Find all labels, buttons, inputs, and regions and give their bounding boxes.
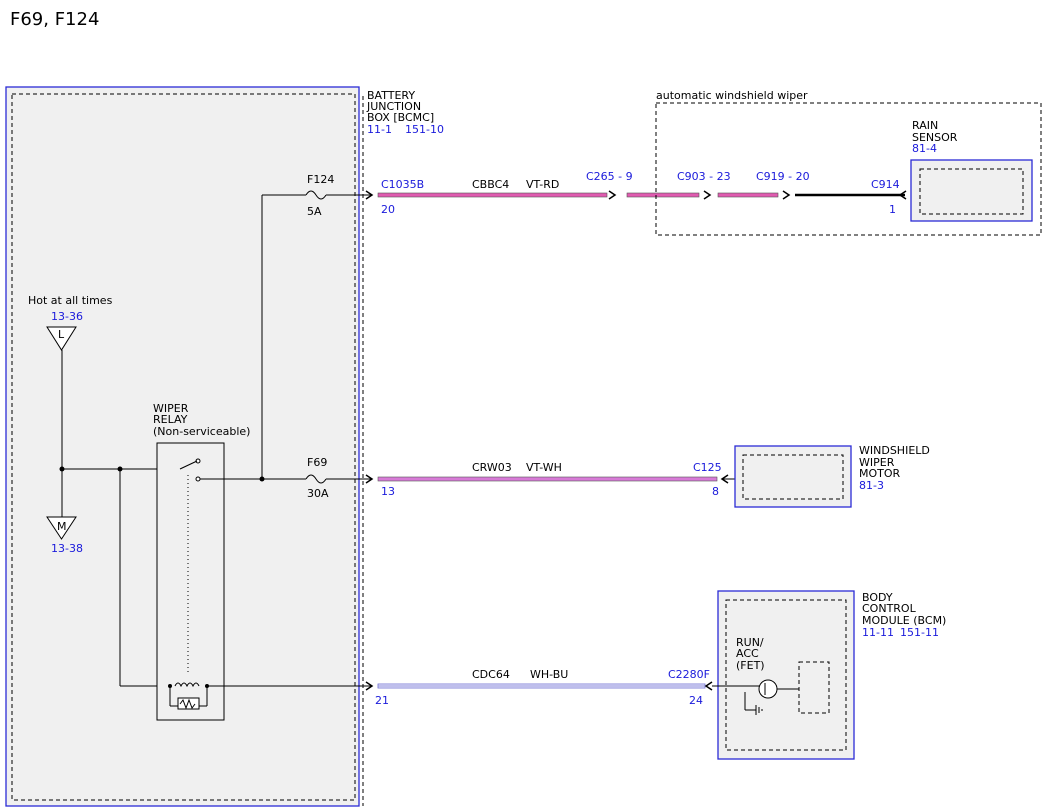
windshield-wiper-motor bbox=[734, 445, 852, 508]
bcm-inner bbox=[725, 599, 847, 751]
relay-contact-no bbox=[195, 476, 201, 482]
connector-arrow-icon bbox=[704, 681, 713, 691]
c3-circuit: CDC64 bbox=[472, 668, 510, 681]
c2-circuit: CRW03 bbox=[472, 461, 512, 474]
ground-source-icon bbox=[46, 516, 77, 540]
body-control-module bbox=[717, 590, 855, 760]
fuse-f69-name: F69 bbox=[307, 456, 327, 469]
connector-arrow-icon bbox=[782, 190, 791, 200]
splice-dot bbox=[205, 684, 209, 688]
hot-label: Hot at all times bbox=[28, 294, 113, 307]
relay-name-line-1: WIPER bbox=[153, 402, 189, 415]
bcm-name-3: MODULE (BCM) bbox=[862, 614, 946, 627]
ground-letter: M bbox=[57, 520, 67, 533]
c1-start-connector: C1035B bbox=[381, 178, 424, 191]
rain-sensor-inner bbox=[919, 168, 1024, 215]
c1-end-pin: 1 bbox=[889, 203, 896, 216]
wire-cbbc4-seg2 bbox=[626, 192, 700, 198]
fuse-f69-rating: 30A bbox=[307, 487, 329, 500]
bcm-logic-block bbox=[798, 661, 830, 714]
c1-inline-3: C919 - 20 bbox=[756, 170, 810, 183]
motor-ref: 81-3 bbox=[859, 479, 884, 492]
fuse-f124-rating: 5A bbox=[307, 205, 322, 218]
rain-sensor bbox=[910, 159, 1033, 222]
relay-switch-arm bbox=[179, 460, 198, 470]
fet-icon bbox=[758, 679, 778, 699]
auto-wiper-label: automatic windshield wiper bbox=[656, 89, 808, 102]
hot-source-icon bbox=[46, 326, 77, 351]
bjb-ref-1: 11-1 bbox=[367, 123, 392, 136]
motor-name-3: MOTOR bbox=[859, 467, 901, 480]
motor-name-2: WIPER bbox=[859, 456, 895, 469]
c3-start-pin: 21 bbox=[375, 694, 389, 707]
rain-sensor-name-2: SENSOR bbox=[912, 131, 958, 144]
connector-arrow-icon bbox=[365, 474, 374, 484]
c2-start-pin: 13 bbox=[381, 485, 395, 498]
c1-inline-1: C265 - 9 bbox=[586, 170, 633, 183]
fet-label-2: ACC bbox=[736, 647, 759, 660]
fet-label-3: (FET) bbox=[736, 659, 765, 672]
fuse-f124-name: F124 bbox=[307, 173, 334, 186]
bjb-name-line-2: JUNCTION bbox=[366, 100, 421, 113]
c3-color: WH-BU bbox=[530, 668, 568, 681]
c3-end-connector: C2280F bbox=[668, 668, 710, 681]
splice-dot bbox=[59, 466, 65, 472]
wiper-relay bbox=[156, 442, 225, 721]
connector-arrow-icon bbox=[365, 681, 374, 691]
hot-letter: L bbox=[58, 328, 65, 341]
wire-crw03 bbox=[377, 476, 718, 482]
connector-arrow-icon bbox=[720, 474, 729, 484]
bjb-name-line-3: BOX [BCMC] bbox=[367, 111, 434, 124]
wire-cbbc4-seg3 bbox=[717, 192, 779, 198]
fuse-f69-icon bbox=[305, 474, 327, 484]
battery-junction-box-inner bbox=[11, 93, 356, 801]
c2-end-pin: 8 bbox=[712, 485, 719, 498]
fet-label-1: RUN/ bbox=[736, 636, 764, 649]
bcm-ref-1: 11-11 bbox=[862, 626, 894, 639]
c3-end-pin: 24 bbox=[689, 694, 703, 707]
c1-end-connector: C914 bbox=[871, 178, 900, 191]
connector-arrow-icon bbox=[898, 190, 907, 200]
connector-arrow-icon bbox=[608, 190, 617, 200]
bcm-ref-2: 151-11 bbox=[900, 626, 939, 639]
motor-name-1: WINDSHIELD bbox=[859, 444, 930, 457]
auto-wiper-region bbox=[655, 102, 1042, 236]
c1-circuit: CBBC4 bbox=[472, 178, 509, 191]
c1-inline-2: C903 - 23 bbox=[677, 170, 731, 183]
bjb-name-line-1: BATTERY bbox=[367, 89, 415, 102]
bjb-ref-2: 151-10 bbox=[405, 123, 444, 136]
relay-coil-icon bbox=[174, 682, 200, 688]
relay-resistor-icon bbox=[177, 697, 200, 710]
relay-name-line-2: RELAY bbox=[153, 413, 188, 426]
page-title: F69, F124 bbox=[10, 9, 99, 30]
rain-sensor-name-1: RAIN bbox=[912, 119, 938, 132]
connector-arrow-icon bbox=[365, 190, 374, 200]
c2-color: VT-WH bbox=[526, 461, 562, 474]
bcm-name-1: BODY bbox=[862, 591, 893, 604]
ground-ref: 13-38 bbox=[51, 542, 83, 555]
connector-arrow-icon bbox=[703, 190, 712, 200]
wire-cbbc4 bbox=[377, 192, 608, 198]
relay-name-line-3: (Non-serviceable) bbox=[153, 425, 250, 438]
rain-sensor-ref: 81-4 bbox=[912, 142, 937, 155]
splice-dot bbox=[168, 684, 172, 688]
hot-ref: 13-36 bbox=[51, 310, 83, 323]
c1-start-pin: 20 bbox=[381, 203, 395, 216]
wiper-motor-inner bbox=[742, 454, 844, 500]
resistor-zigzag-icon bbox=[179, 698, 196, 710]
c2-end-connector: C125 bbox=[693, 461, 722, 474]
bcm-name-2: CONTROL bbox=[862, 602, 917, 615]
fuse-f124-icon bbox=[305, 190, 327, 200]
c1-color: VT-RD bbox=[526, 178, 559, 191]
